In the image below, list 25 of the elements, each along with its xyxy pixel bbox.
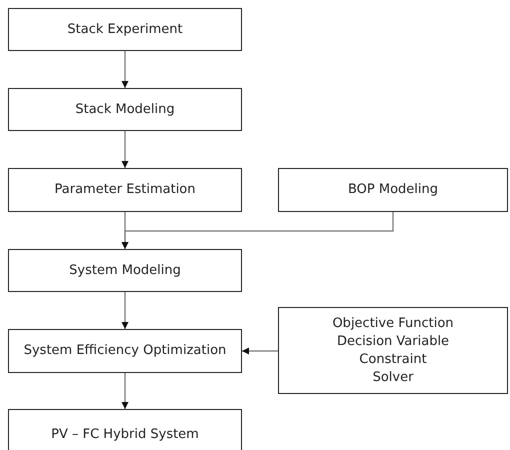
box-label: System Efficiency Optimization xyxy=(24,342,226,360)
box-label: Parameter Estimation xyxy=(54,181,196,199)
box-label: Objective Function xyxy=(332,314,454,332)
arrow xyxy=(122,212,394,249)
box-label: System Modeling xyxy=(69,262,181,280)
process-box xyxy=(8,88,242,131)
arrow xyxy=(122,373,128,409)
process-box xyxy=(8,249,242,292)
box-label: Stack Experiment xyxy=(67,20,183,38)
arrow xyxy=(122,131,128,168)
arrow xyxy=(122,51,128,88)
process-box xyxy=(8,8,242,51)
process-box xyxy=(8,329,242,373)
box-label: Constraint xyxy=(359,350,427,368)
process-box xyxy=(278,168,508,212)
box-label: Decision Variable xyxy=(336,332,450,350)
box-label: BOP Modeling xyxy=(348,181,438,199)
process-box xyxy=(278,307,508,394)
arrow xyxy=(242,348,278,354)
process-box xyxy=(8,168,242,212)
arrow xyxy=(122,292,128,329)
box-label: Solver xyxy=(372,368,414,386)
process-box xyxy=(8,409,242,450)
box-label: PV – FC Hybrid System xyxy=(51,426,199,444)
box-label: Stack Modeling xyxy=(75,100,175,118)
